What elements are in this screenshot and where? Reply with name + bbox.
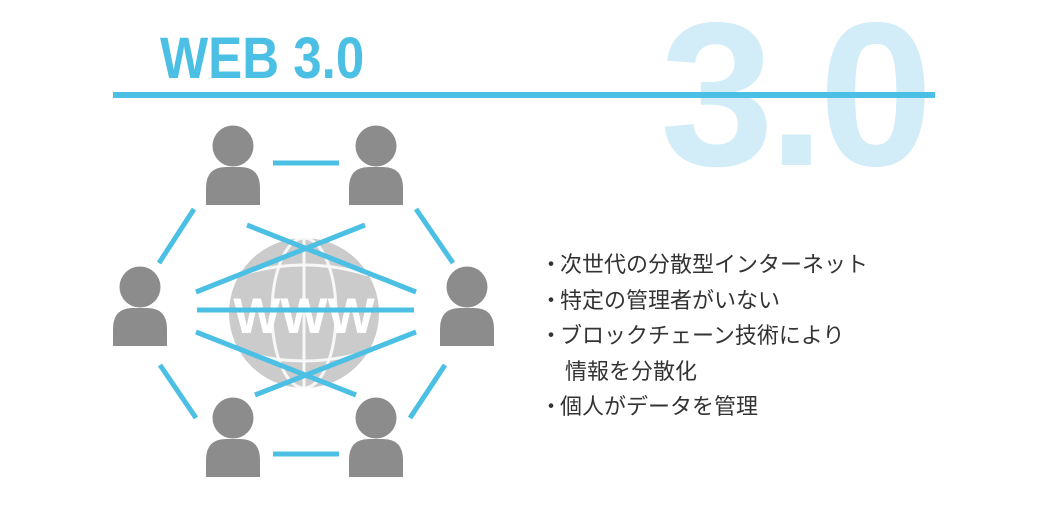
list-item: ・特定の管理者がいない <box>540 284 868 320</box>
connection-line <box>246 222 417 295</box>
list-item: ・ブロックチェーン技術により <box>540 319 868 355</box>
connection-line <box>413 207 456 265</box>
connection-line <box>254 329 417 398</box>
list-item: ・個人がデータを管理 <box>540 390 868 426</box>
list-item-text: 次世代の分散型インターネット <box>560 253 869 278</box>
bullet-marker: ・ <box>540 288 563 314</box>
bullet-marker: ・ <box>540 253 563 278</box>
person-icon <box>206 125 260 205</box>
list-item: ・次世代の分散型インターネット <box>540 248 868 284</box>
connection-line <box>195 222 366 295</box>
person-icon <box>349 125 403 205</box>
person-icon <box>113 266 167 346</box>
feature-list: ・次世代の分散型インターネット ・特定の管理者がいない ・ブロックチェーン技術に… <box>540 248 868 426</box>
person-icon <box>440 266 494 346</box>
globe-label: WWW <box>233 288 375 344</box>
person-icon <box>206 397 260 477</box>
connection-lines <box>156 160 456 457</box>
connection-line <box>407 363 448 420</box>
person-icon <box>349 397 403 477</box>
list-item-text: ブロックチェーン技術により <box>560 324 845 349</box>
page-title: WEB 3.0 <box>160 26 365 91</box>
globe-icon: WWW <box>229 236 379 390</box>
connection-line <box>195 329 357 398</box>
bullet-marker: ・ <box>540 395 563 420</box>
connection-line <box>157 363 199 420</box>
connection-line <box>156 207 197 265</box>
bullet-marker: ・ <box>540 324 563 349</box>
list-item-text: 特定の管理者がいない <box>560 288 781 314</box>
list-item-text: 個人がデータを管理 <box>560 395 759 420</box>
title-underline <box>113 92 935 98</box>
list-item-continuation: 情報を分散化 <box>565 359 698 385</box>
background-number: 3.0 <box>660 0 933 209</box>
